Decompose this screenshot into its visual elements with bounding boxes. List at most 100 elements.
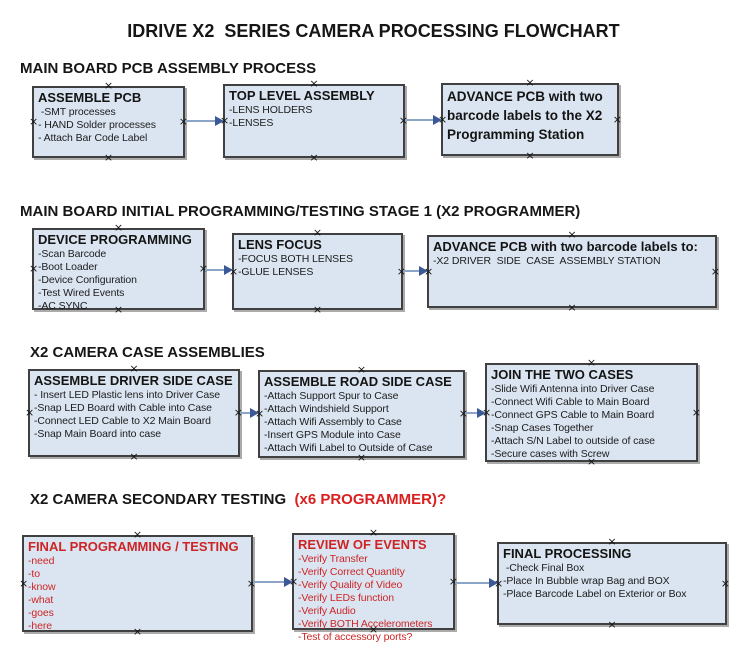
arrow-line <box>405 119 434 121</box>
connection-anchor-icon: × <box>309 151 319 164</box>
box-item: -Verify BOTH Accelerometers <box>298 618 433 630</box>
flow-box-assemble-road-side-case[interactable]: × × × × ASSEMBLE ROAD SIDE CASE -Attach … <box>255 364 468 463</box>
box-title: FINAL PROGRAMMING / TESTING <box>28 539 239 554</box>
flow-box-final-programming-testing[interactable]: × × × × FINAL PROGRAMMING / TESTING -nee… <box>19 529 256 637</box>
arrow-head-icon <box>224 265 233 275</box>
box-item: -Verify LEDs function <box>298 592 394 604</box>
box-item: -Slide Wifi Antenna into Driver Case <box>491 383 655 395</box>
arrow-line <box>253 581 285 583</box>
connection-anchor-icon: × <box>19 576 29 590</box>
box-item: -Place Barcode Label on Exterior or Box <box>503 588 687 600</box>
flow-box-top-level-assembly[interactable]: × × × × TOP LEVEL ASSEMBLY -LENS HOLDERS… <box>220 78 408 163</box>
box-title: ASSEMBLE PCB <box>38 90 142 105</box>
box-title: JOIN THE TWO CASES <box>491 367 634 382</box>
box-item: -Verify Quality of Video <box>298 579 403 591</box>
arrow-line <box>455 582 490 584</box>
connection-anchor-icon: × <box>29 115 39 128</box>
connection-anchor-icon: × <box>458 407 468 420</box>
box-item: -Test of accessory ports? <box>298 631 413 643</box>
box-title: ASSEMBLE DRIVER SIDE CASE <box>34 373 233 388</box>
box-item: - HAND Solder processes <box>38 119 156 131</box>
box-item: -Insert GPS Module into Case <box>264 429 401 441</box>
box-item: -Attach Support Spur to Case <box>264 390 399 402</box>
box-item: -Secure cases with Screw <box>491 448 610 460</box>
box-item: -Place In Bubble wrap Bag and BOX <box>503 575 670 587</box>
connection-anchor-icon: × <box>398 114 408 127</box>
box-item: -GLUE LENSES <box>238 266 314 278</box>
flow-box-assemble-driver-side-case[interactable]: × × × × ASSEMBLE DRIVER SIDE CASE - Inse… <box>25 363 243 462</box>
page-title: IDRIVE X2 SERIES CAMERA PROCESSING FLOWC… <box>127 21 620 41</box>
connection-anchor-icon: × <box>103 151 114 164</box>
flow-box-device-programming[interactable]: × × × × DEVICE PROGRAMMING -Scan Barcode… <box>29 222 208 315</box>
box-item: - Insert LED Plastic lens into Driver Ca… <box>34 389 221 401</box>
flow-box-lens-focus[interactable]: × × × × LENS FOCUS -FOCUS BOTH LENSES -G… <box>229 227 406 315</box>
box-item: -Device Configuration <box>38 274 137 286</box>
connection-anchor-icon: × <box>525 149 535 162</box>
box-item: -here <box>28 620 53 632</box>
box-item: -Snap LED Board with Cable into Case <box>34 402 212 414</box>
connection-anchor-icon: × <box>29 262 39 275</box>
box-item: -Boot Loader <box>38 261 98 273</box>
connection-anchor-icon: × <box>607 618 617 631</box>
connection-anchor-icon: × <box>246 576 256 590</box>
arrow-head-icon <box>477 408 486 418</box>
box-title: TOP LEVEL ASSEMBLY <box>229 88 375 103</box>
flow-box-advance-pcb-station[interactable]: × × × × ADVANCE PCB with two barcode lab… <box>438 77 622 161</box>
box-item: -Connect GPS Cable to Main Board <box>491 409 655 421</box>
box-title: ADVANCE PCB with two barcode labels to: <box>433 239 698 254</box>
box-item: -goes <box>28 607 54 619</box>
flow-box-review-of-events[interactable]: × × × × REVIEW OF EVENTS -Verify Transfe… <box>289 527 458 643</box>
box-item: -Verify Correct Quantity <box>298 566 405 578</box>
box-item: -LENSES <box>229 117 274 129</box>
box-title: REVIEW OF EVENTS <box>298 537 427 552</box>
arrow-head-icon <box>250 408 259 418</box>
box-title: DEVICE PROGRAMMING <box>38 232 192 247</box>
arrow-head-icon <box>284 577 293 587</box>
box-item: -X2 DRIVER SIDE CASE ASSEMBLY STATION <box>433 255 661 267</box>
box-title: ADVANCE PCB with two barcode labels to t… <box>447 89 603 142</box>
box-item: -what <box>28 594 54 606</box>
flow-box-assemble-pcb[interactable]: × × × × ASSEMBLE PCB -SMT processes - HA… <box>29 80 188 163</box>
heading-red-part: (x6 PROGRAMMER)? <box>290 491 447 508</box>
connection-anchor-icon: × <box>312 303 323 316</box>
box-title: LENS FOCUS <box>238 237 322 252</box>
box-title: ASSEMBLE ROAD SIDE CASE <box>264 374 452 389</box>
box-item: -Test Wired Events <box>38 287 125 299</box>
box-item: -know <box>28 581 56 593</box>
section-heading-initial-programming: MAIN BOARD INITIAL PROGRAMMING/TESTING S… <box>20 203 581 220</box>
box-item: -Snap Main Board into case <box>34 428 161 440</box>
arrow-line <box>240 412 251 414</box>
box-item: -Check Final Box <box>503 562 585 574</box>
connection-anchor-icon: × <box>129 450 139 463</box>
connection-anchor-icon: × <box>567 301 577 314</box>
box-title: FINAL PROCESSING <box>503 546 632 561</box>
box-item: -Connect LED Cable to X2 Main Board <box>34 415 211 427</box>
connection-anchor-icon: × <box>178 115 188 128</box>
connection-anchor-icon: × <box>710 264 720 278</box>
connection-anchor-icon: × <box>720 576 730 590</box>
arrow-head-icon <box>489 578 498 588</box>
connection-anchor-icon: × <box>691 405 701 419</box>
arrow-line <box>403 270 420 272</box>
box-item: -SMT processes <box>38 106 116 118</box>
box-item: -Attach Wifi Label to Outside of Case <box>264 442 433 454</box>
box-item: -Attach Windshield Support <box>264 403 389 415</box>
arrow-head-icon <box>215 116 224 126</box>
arrow-line <box>465 412 478 414</box>
flow-box-join-two-cases[interactable]: × × × × JOIN THE TWO CASES -Slide Wifi A… <box>482 357 701 467</box>
box-item: - Attach Bar Code Label <box>38 132 148 144</box>
box-item: -Verify Audio <box>298 605 356 617</box>
box-item: -FOCUS BOTH LENSES <box>238 253 353 265</box>
box-item: -Attach Wifi Assembly to Case <box>264 416 402 428</box>
arrow-head-icon <box>433 115 442 125</box>
arrow-line <box>205 269 225 271</box>
flow-box-advance-pcb-driver-case[interactable]: × × × × ADVANCE PCB with two barcode lab… <box>424 229 720 313</box>
heading-black-part: X2 CAMERA SECONDARY TESTING <box>30 491 291 508</box>
arrow-head-icon <box>419 266 428 276</box>
flow-box-final-processing[interactable]: × × × × FINAL PROCESSING -Check Final Bo… <box>494 536 730 630</box>
box-item: -need <box>28 555 55 567</box>
box-item: -Scan Barcode <box>38 248 107 260</box>
box-item: -to <box>28 568 40 580</box>
box-item: -AC SYNC <box>38 300 88 312</box>
